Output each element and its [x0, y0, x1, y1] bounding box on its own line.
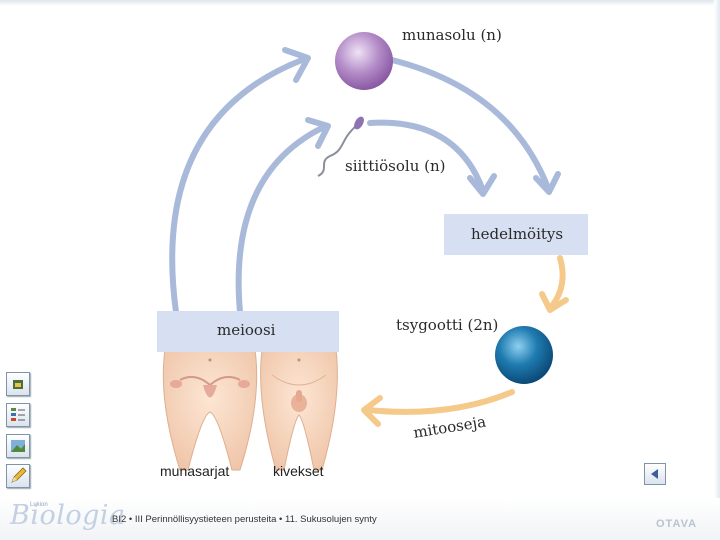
- arrow-meiosis-to-egg: [169, 57, 305, 315]
- arrowhead-fertilization-outer: [533, 171, 561, 195]
- meiosis-box: meioosi: [157, 311, 339, 352]
- arrowhead-mitosis: [361, 395, 383, 427]
- arrowhead-egg: [282, 47, 311, 83]
- egg-label: munasolu (n): [402, 26, 502, 44]
- sperm-cell: [317, 116, 364, 177]
- images-button[interactable]: [6, 434, 30, 458]
- sperm-label: siittiösolu (n): [345, 157, 446, 175]
- notes-button[interactable]: [6, 464, 30, 488]
- testes-label: kivekset: [273, 463, 324, 479]
- back-triangle-icon: [651, 469, 658, 479]
- contents-button[interactable]: [6, 403, 30, 427]
- egg-cell: [335, 32, 393, 90]
- image-icon: [11, 440, 25, 452]
- zygote-cell: [495, 326, 553, 384]
- fertilization-box: hedelmöitys: [444, 214, 588, 255]
- arrow-mitosis: [365, 389, 515, 415]
- top-frame: [0, 0, 720, 6]
- arrow-fertilization-to-zygote: [549, 255, 566, 309]
- footer-caption: BI2 • III Perinnöllisyystieteen perustei…: [112, 514, 377, 525]
- arrow-egg-to-fertilization: [389, 57, 551, 191]
- arrowhead-sperm: [305, 117, 331, 149]
- footer-band: [0, 498, 720, 540]
- logo-subtitle: Lukion: [30, 502, 48, 508]
- arrowhead-fertilization-inner: [467, 173, 497, 197]
- home-icon: [13, 380, 23, 389]
- female-figure: [162, 349, 258, 471]
- meiosis-label: meioosi: [217, 321, 276, 339]
- male-figure: [260, 349, 338, 471]
- arrow-sperm-to-fertilization: [367, 119, 485, 191]
- logo: Biologia: [10, 500, 126, 531]
- pencil-icon: [11, 467, 27, 483]
- list-icon: [11, 408, 25, 421]
- fertilization-label: hedelmöitys: [471, 225, 564, 243]
- publisher-logo: OTAVA: [656, 518, 698, 530]
- ovaries-label: munasarjat: [160, 463, 230, 479]
- arrow-meiosis-to-sperm: [235, 125, 325, 315]
- arrowhead-zygote: [539, 291, 569, 313]
- home-button[interactable]: [6, 372, 30, 396]
- right-frame: [714, 0, 720, 540]
- back-button[interactable]: [644, 463, 666, 485]
- zygote-label: tsygootti (2n): [396, 316, 499, 334]
